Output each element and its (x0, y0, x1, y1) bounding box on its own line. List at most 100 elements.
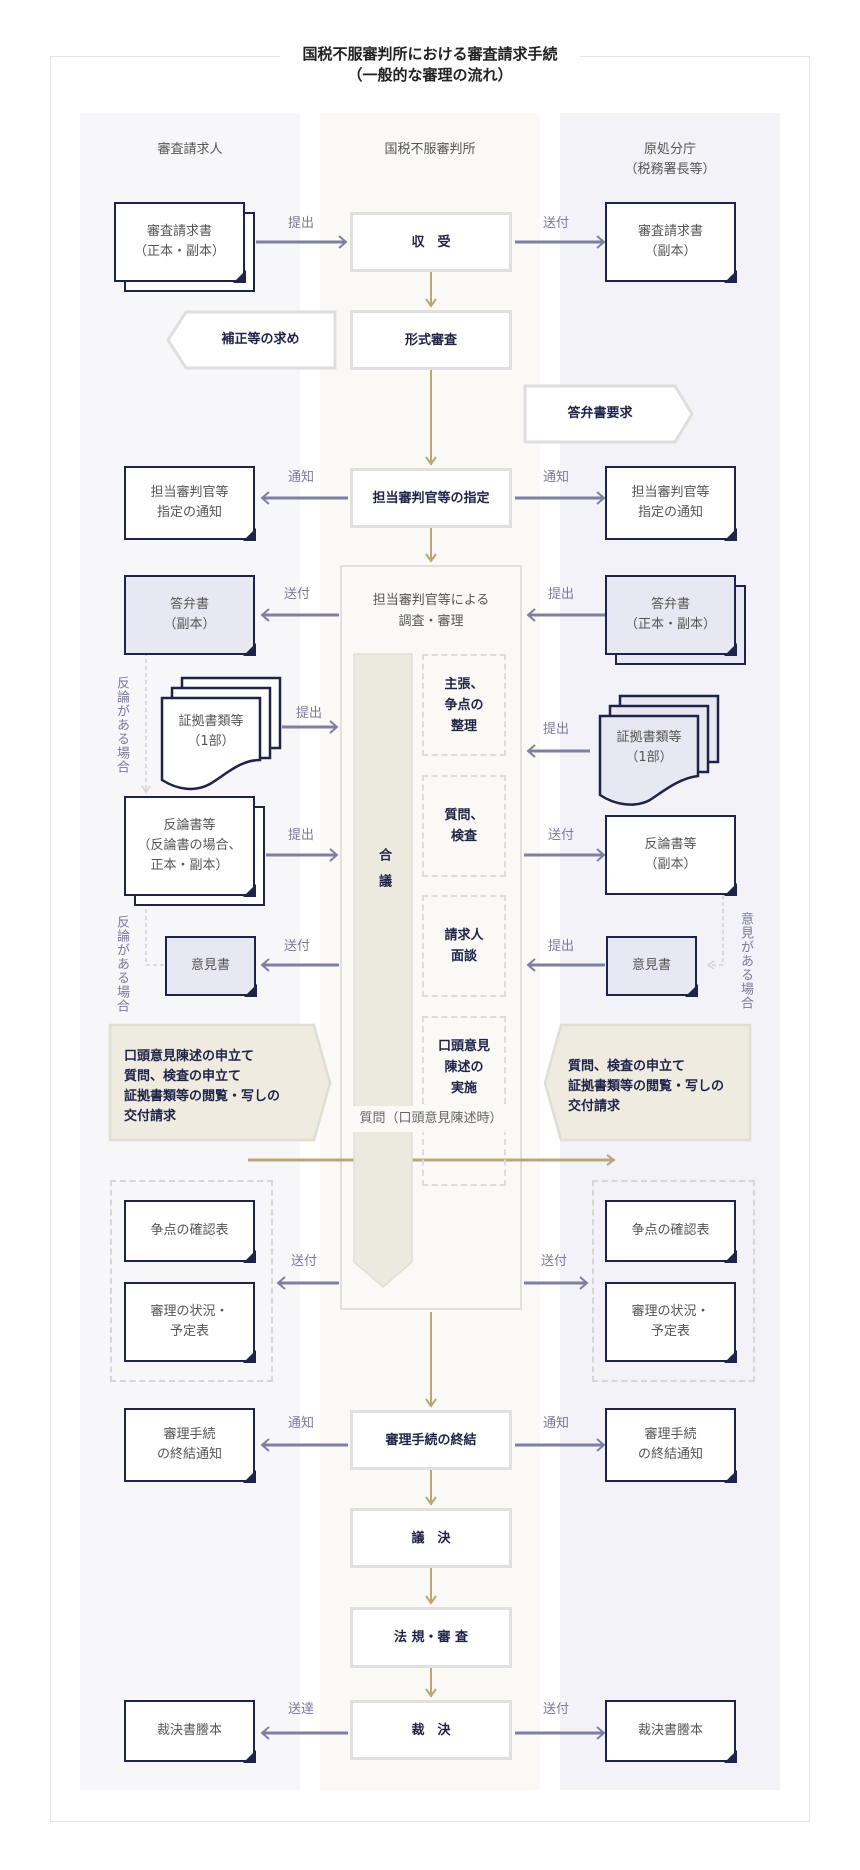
lane-header-tribunal: 国税不服審判所 (384, 142, 476, 157)
label-submit: 提出 (296, 706, 323, 721)
office-petitions[interactable]: 質問、検査の申立て 証拠書類等の閲覧・写しの 交付請求 (568, 1057, 748, 1117)
doc-text: 審理の状況・ (150, 1304, 229, 1319)
council-label-text: 合 議 (376, 848, 391, 887)
step-assign[interactable]: 担当審判官等の指定 (350, 468, 512, 528)
if-opinion-label: 意見がある場合 (738, 912, 753, 1010)
doc-text: 答弁書 (650, 597, 690, 612)
doc-text: 担当審判官等 (631, 485, 710, 500)
requester-petitions-chevron (108, 1023, 332, 1142)
petition-line: 証拠書類等の閲覧・写しの (124, 1089, 281, 1104)
sub-inspect-l1: 質問、 (444, 808, 484, 823)
petition-line: 交付請求 (124, 1109, 177, 1124)
doc-text: 証拠書類等 (178, 714, 244, 729)
lane-header-tax-office: 原処分庁 （税務署長等） (560, 140, 780, 180)
doc-assign-notice-right[interactable]: 担当審判官等指定の通知 (605, 466, 737, 541)
doc-text: （副本） (644, 857, 697, 872)
doc-text: 正本・副本） (150, 858, 229, 873)
doc-text: 意見書 (190, 958, 230, 973)
sub-oral-l3: 実施 (450, 1081, 477, 1096)
doc-issues-table-left[interactable]: 争点の確認表 (124, 1200, 256, 1263)
evidence-doc-left (160, 696, 262, 791)
investigation-title: 担当審判官等による 調査・審理 (340, 590, 522, 632)
doc-text: 裁決書謄本 (637, 1723, 703, 1738)
step-legal-review[interactable]: 法 規・審 査 (350, 1607, 512, 1668)
doc-text: （1部） (187, 734, 235, 749)
correction-request[interactable]: 補正等の求め (186, 312, 335, 368)
sub-organize-l2: 争点の (444, 697, 484, 713)
doc-opinion[interactable]: 意見書 (606, 936, 698, 997)
label-notify: 通知 (288, 1416, 315, 1431)
label-send: 送付 (541, 1254, 568, 1269)
step-close-label: 審理手続の終結 (385, 1432, 477, 1448)
doc-decision-copy-left[interactable]: 裁決書謄本 (124, 1700, 256, 1763)
step-close[interactable]: 審理手続の終結 (350, 1410, 512, 1470)
doc-close-notice-left[interactable]: 審理手続の終結通知 (124, 1408, 256, 1483)
doc-schedule-left[interactable]: 審理の状況・予定表 (124, 1282, 256, 1363)
doc-text: 証拠書類等 (616, 730, 682, 745)
office-petitions-chevron (543, 1023, 752, 1142)
answer-request[interactable]: 答弁書要求 (525, 386, 675, 442)
label-send: 送付 (284, 939, 311, 954)
doc-text: 反論書等 (644, 837, 697, 852)
doc-decision-copy-right[interactable]: 裁決書謄本 (605, 1700, 737, 1763)
doc-text: 答弁書 (169, 597, 209, 612)
correction-chevron (166, 310, 337, 370)
lane-header-tax-office-line2: （税務署長等） (624, 162, 716, 177)
if-rebuttal-label: 反論がある場合 (114, 915, 129, 1013)
sub-interview: 請求人面談 (422, 895, 506, 997)
doc-text: 争点の確認表 (631, 1223, 710, 1238)
step-resolution[interactable]: 議 決 (350, 1508, 512, 1568)
evidence-left-text[interactable]: 証拠書類等 （1部） (162, 712, 260, 752)
doc-close-notice-right[interactable]: 審理手続の終結通知 (605, 1408, 737, 1483)
petition-line: 交付請求 (568, 1099, 621, 1114)
petition-line: 質問、検査の申立て (124, 1069, 242, 1084)
sub-organize-l1: 主張、 (444, 676, 484, 692)
doc-rebuttal[interactable]: 反論書等（反論書の場合、正本・副本） (124, 796, 256, 897)
investigation-title-line1: 担当審判官等による (372, 593, 490, 608)
diagram-title: 国税不服審判所における審査請求手続 （一般的な審理の流れ） (280, 44, 580, 86)
doc-answer-original[interactable]: 答弁書（正本・副本） (605, 575, 737, 656)
doc-text: の終結通知 (156, 1447, 222, 1462)
doc-opinion-copy[interactable]: 意見書 (165, 936, 257, 997)
sub-interview-l1: 請求人 (444, 928, 484, 943)
doc-text: 裁決書謄本 (156, 1723, 222, 1738)
doc-request-original[interactable]: 審査請求書（正本・副本） (114, 202, 246, 283)
step-receive[interactable]: 収 受 (350, 212, 512, 272)
left-review-docs-group (110, 1180, 273, 1382)
sub-organize-l3: 整理 (450, 718, 477, 734)
council-label: 合 議 (354, 848, 412, 887)
doc-text: 争点の確認表 (150, 1223, 229, 1238)
requester-petitions[interactable]: 口頭意見陳述の申立て 質問、検査の申立て 証拠書類等の閲覧・写しの 交付請求 (124, 1047, 314, 1127)
label-submit: 提出 (548, 587, 575, 602)
doc-rebuttal-copy[interactable]: 反論書等 （副本） (605, 815, 737, 896)
step-formal-review[interactable]: 形式審査 (350, 310, 512, 370)
doc-assign-notice-left[interactable]: 担当審判官等指定の通知 (124, 466, 256, 541)
label-submit: 提出 (288, 828, 315, 843)
investigation-title-line2: 調査・審理 (398, 614, 464, 629)
doc-schedule-right[interactable]: 審理の状況・予定表 (605, 1282, 737, 1363)
step-receive-label: 収 受 (411, 234, 451, 250)
if-rebuttal-label: 反論がある場合 (114, 676, 129, 774)
doc-issues-table-right[interactable]: 争点の確認表 (605, 1200, 737, 1263)
doc-text: 予定表 (650, 1324, 690, 1339)
doc-text: （1部） (625, 750, 673, 765)
sub-interview-l2: 面談 (450, 949, 477, 964)
doc-text: 審査請求書 (637, 224, 703, 239)
petition-line: 口頭意見陳述の申立て (124, 1049, 255, 1064)
doc-text: 審理手続 (644, 1427, 697, 1442)
petition-line: 証拠書類等の閲覧・写しの (568, 1079, 725, 1094)
evidence-right-text[interactable]: 証拠書類等 （1部） (600, 728, 698, 768)
label-submit: 提出 (548, 939, 575, 954)
step-formal-review-label: 形式審査 (404, 332, 457, 348)
doc-answer-copy[interactable]: 答弁書 （副本） (124, 575, 256, 656)
doc-request-copy[interactable]: 審査請求書（副本） (605, 202, 737, 283)
doc-text: 反論書等 (163, 818, 216, 833)
doc-text: （副本） (163, 617, 216, 632)
doc-text: 指定の通知 (156, 505, 222, 520)
step-resolution-label: 議 決 (411, 1530, 451, 1546)
step-decision[interactable]: 裁 決 (350, 1700, 512, 1760)
doc-text: 審査請求書 (146, 224, 212, 239)
